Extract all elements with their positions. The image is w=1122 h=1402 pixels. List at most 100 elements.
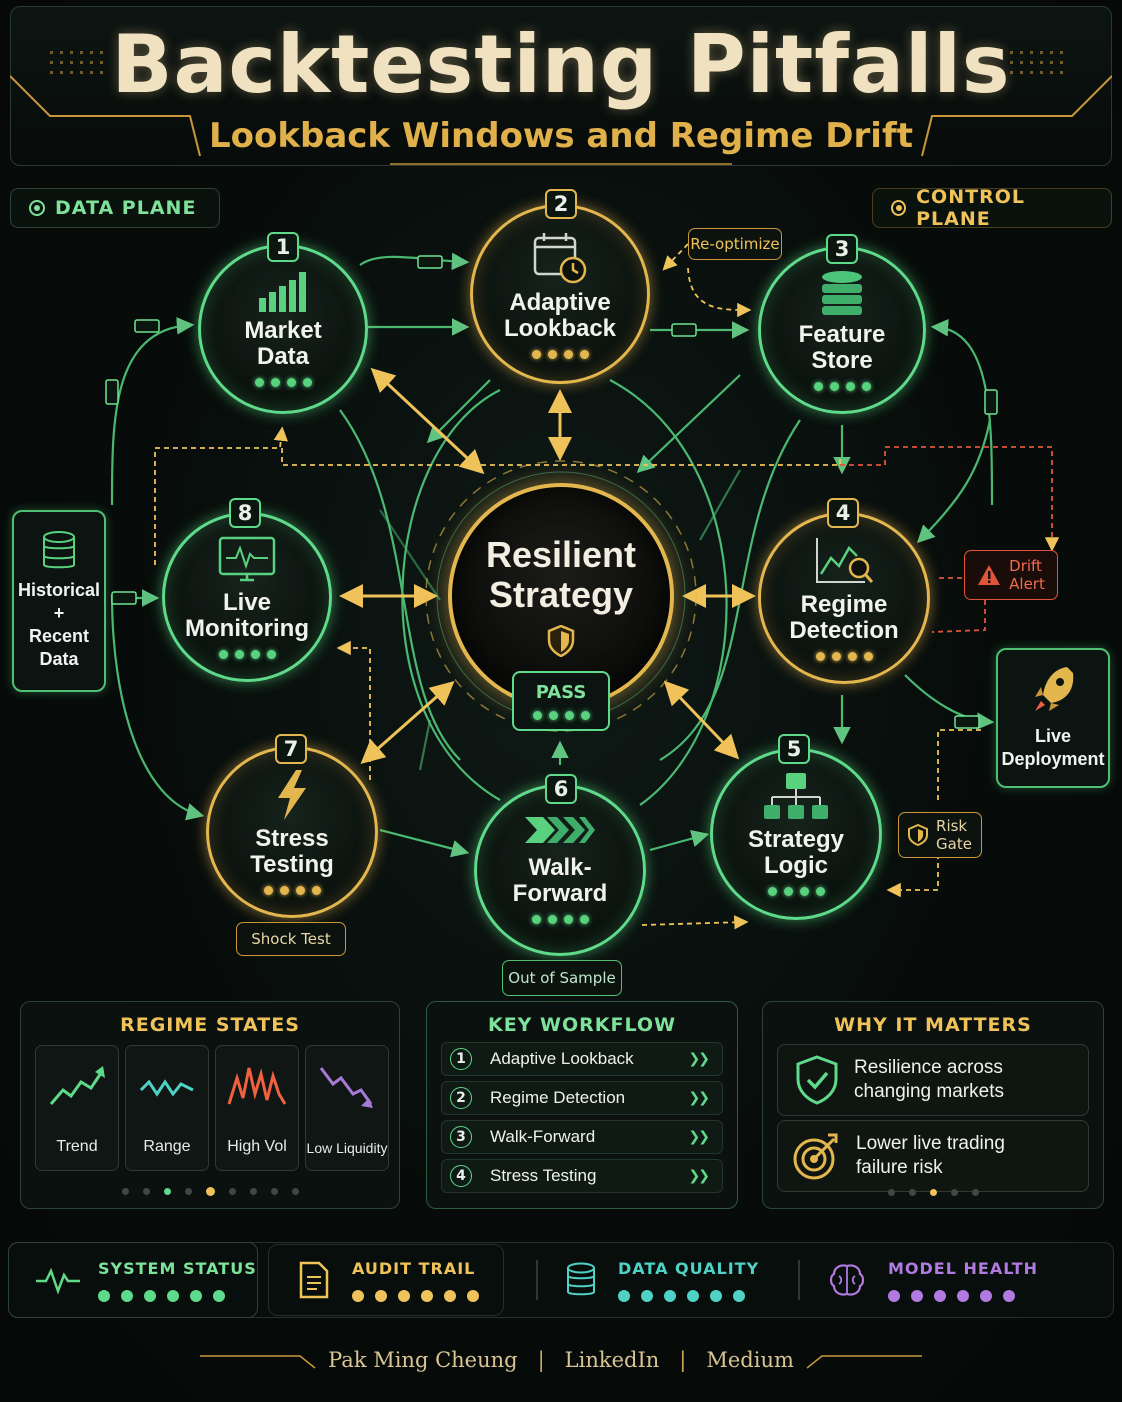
monitor-pulse-icon (218, 536, 276, 581)
status-data-quality[interactable]: DATA QUALITY (566, 1242, 759, 1318)
node-badge-1: 1 (267, 232, 299, 262)
status-bar (8, 1242, 1114, 1318)
status-divider (536, 1260, 538, 1300)
footer: Pak Ming Cheung|LinkedIn|Medium (0, 1348, 1122, 1372)
trend-up-icon (49, 1066, 105, 1105)
control-plane-text: CONTROL PLANE (916, 186, 1025, 230)
status-label: MODEL HEALTH (888, 1258, 1039, 1278)
bar-chart-icon (259, 271, 306, 312)
node-walk-forward[interactable]: Walk-Forward (474, 784, 646, 956)
node-label: Walk-Forward (512, 853, 608, 907)
header-frame (10, 6, 1112, 166)
node-badge-2: 2 (545, 189, 577, 219)
workflow-item[interactable]: 1 Adaptive Lookback ❯❯ (441, 1042, 723, 1076)
regime-name: Range (143, 1138, 191, 1155)
shock-test-tag: Shock Test (236, 922, 346, 956)
chart-search-icon (816, 537, 874, 583)
panel-title: KEY WORKFLOW (487, 1014, 677, 1036)
regime-card-low-liquidity[interactable]: Low Liquidity (305, 1045, 389, 1171)
pulse-icon (36, 1267, 80, 1295)
workflow-step-number: 2 (450, 1087, 472, 1109)
why-pager (763, 1189, 1103, 1196)
chevron-right-icon: ❯❯ (688, 1090, 711, 1106)
node-status-dots (254, 377, 312, 387)
workflow-step-label: Adaptive Lookback (490, 1049, 634, 1068)
node-badge-8: 8 (229, 498, 261, 528)
status-divider (268, 1244, 504, 1316)
chevron-right-icon: ❯❯ (688, 1051, 711, 1067)
connector-layer (105, 243, 1060, 930)
workflow-item[interactable]: 4 Stress Testing ❯❯ (441, 1159, 723, 1193)
trend-down-icon (319, 1067, 373, 1108)
status-audit-trail[interactable]: AUDIT TRAIL (298, 1242, 479, 1318)
regime-states-panel: REGIME STATES Trend Range High Vol Low L… (20, 1001, 400, 1209)
high-volatility-icon (227, 1067, 287, 1105)
workflow-item[interactable]: 2 Regime Detection ❯❯ (441, 1081, 723, 1115)
workflow-step-number: 1 (450, 1048, 472, 1070)
pass-status-dots (532, 711, 590, 720)
footer-link-medium[interactable]: Medium (706, 1348, 794, 1372)
status-model-health[interactable]: MODEL HEALTH (828, 1242, 1038, 1318)
status-label: DATA QUALITY (618, 1258, 760, 1278)
node-status-dots (815, 651, 873, 661)
page-title: Backtesting Pitfalls (111, 18, 1011, 111)
brain-icon (829, 1264, 865, 1296)
target-icon (793, 1133, 838, 1180)
footer-link-linkedin[interactable]: LinkedIn (564, 1348, 660, 1372)
chevron-right-icon: ❯❯ (688, 1168, 711, 1184)
key-workflow-panel: KEY WORKFLOW 1 Adaptive Lookback ❯❯ 2 Re… (426, 1001, 738, 1209)
workflow-item[interactable]: 3 Walk-Forward ❯❯ (441, 1120, 723, 1154)
status-dots (618, 1289, 759, 1302)
database-icon (567, 1262, 595, 1296)
control-plane-label: CONTROL PLANE (872, 186, 1112, 230)
status-dots (888, 1289, 1038, 1302)
node-badge-5: 5 (778, 734, 810, 764)
shield-check-icon (796, 1055, 838, 1105)
workflow-step-number: 3 (450, 1126, 472, 1148)
node-status-dots (531, 349, 589, 359)
range-wave-icon (139, 1079, 194, 1097)
regime-name: Low Liquidity (306, 1140, 388, 1156)
regime-card-trend[interactable]: Trend (35, 1045, 119, 1171)
target-dot-icon (29, 200, 45, 216)
node-badge-3: 3 (826, 234, 858, 264)
status-dots (352, 1289, 479, 1302)
chevrons-right-icon (525, 816, 595, 843)
node-badge-4: 4 (827, 498, 859, 528)
page-subtitle: Lookback Windows and Regime Drift (209, 116, 913, 156)
chevron-right-icon: ❯❯ (688, 1129, 711, 1145)
status-divider (798, 1260, 800, 1300)
regime-card-high-vol[interactable]: High Vol (215, 1045, 299, 1171)
regime-name: High Vol (227, 1138, 287, 1155)
workflow-step-label: Stress Testing (490, 1166, 597, 1185)
database-icon (43, 531, 75, 569)
regime-card-range[interactable]: Range (125, 1045, 209, 1171)
node-status-dots (263, 885, 321, 895)
panel-title: REGIME STATES (120, 1014, 300, 1036)
status-system[interactable]: SYSTEM STATUS (34, 1242, 257, 1318)
shield-icon (547, 625, 575, 657)
reoptimize-tag: Re-optimize (688, 228, 782, 260)
